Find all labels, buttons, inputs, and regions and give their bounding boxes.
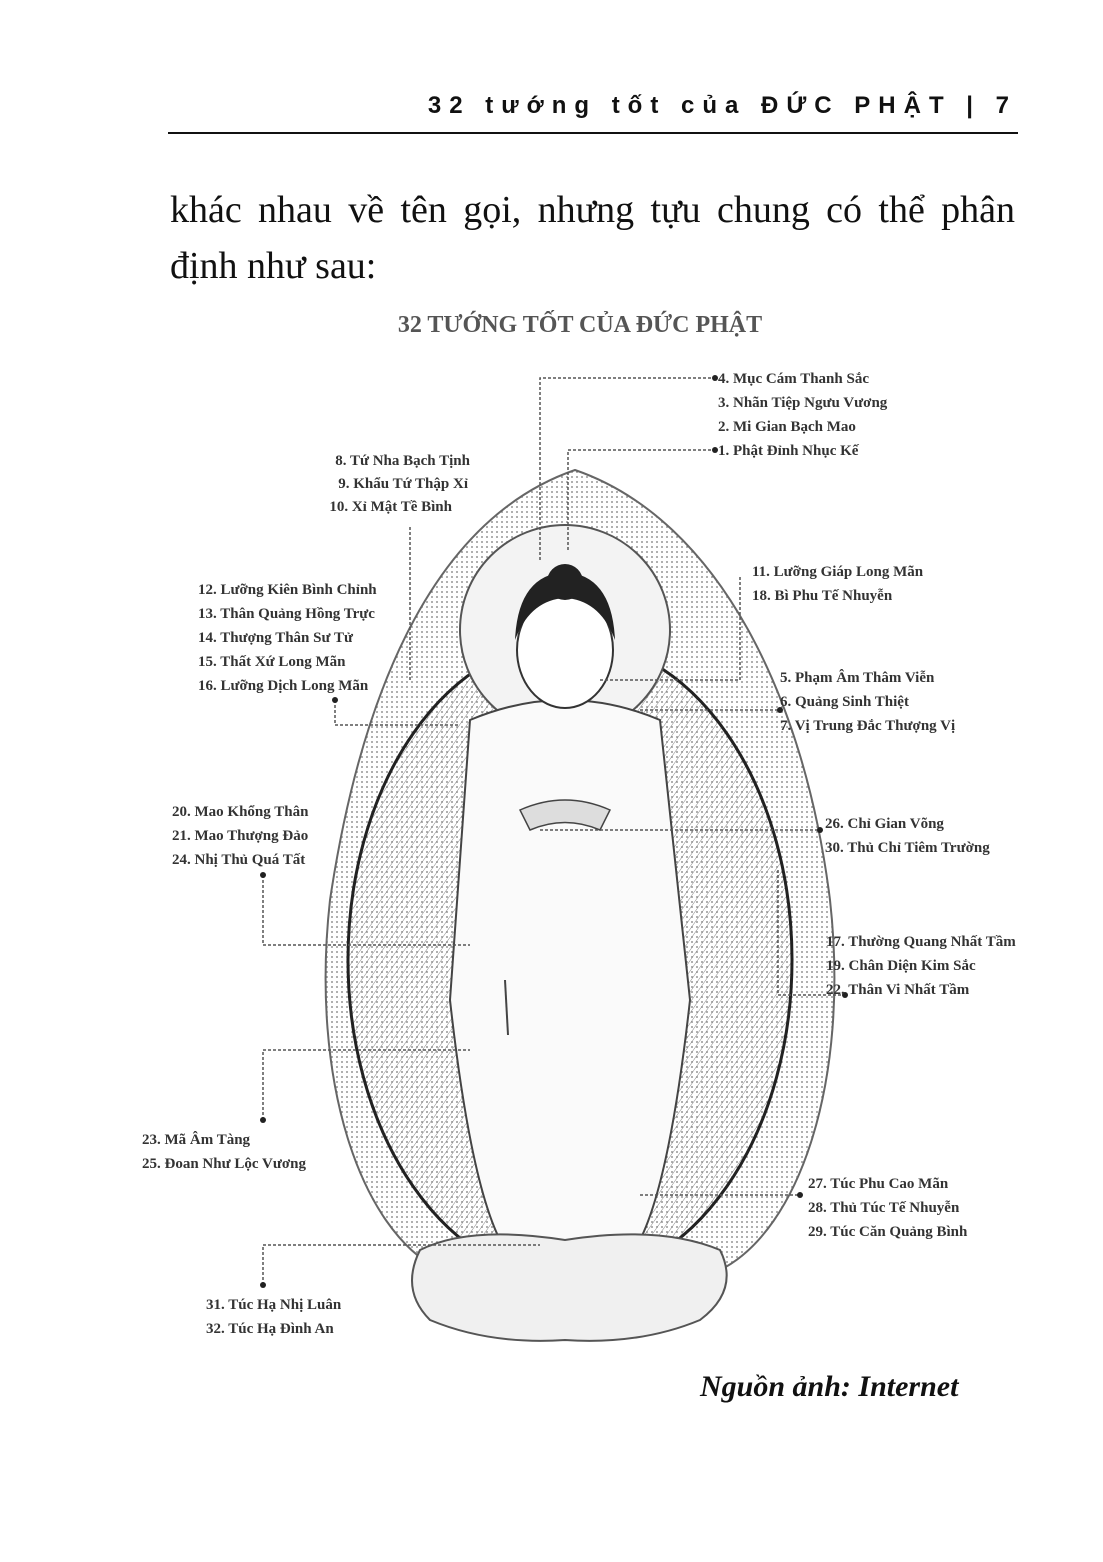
label-16: 16. Lưỡng Dịch Long Mãn [198,677,368,695]
label-18: 18. Bì Phu Tế Nhuyễn [752,587,892,605]
label-24: 24. Nhị Thủ Quá Tất [172,851,305,869]
label-8: 8. Tứ Nha Bạch Tịnh [290,452,470,470]
label-25: 25. Đoan Như Lộc Vương [142,1155,306,1173]
label-9: 9. Khẩu Tứ Thập Xỉ [290,475,468,493]
label-23: 23. Mã Âm Tàng [142,1131,250,1149]
label-15: 15. Thất Xứ Long Mãn [198,653,346,671]
label-31: 31. Túc Hạ Nhị Luân [206,1296,341,1314]
label-3: 3. Nhãn Tiệp Ngưu Vương [718,394,887,412]
label-10: 10. Xỉ Mật Tề Bình [290,498,452,516]
lotus-pedestal [412,1234,727,1340]
label-1: 1. Phật Đỉnh Nhục Kế [718,442,858,460]
label-20: 20. Mao Khổng Thân [172,803,308,821]
label-27: 27. Túc Phu Cao Mãn [808,1175,948,1193]
label-14: 14. Thượng Thân Sư Tử [198,629,353,647]
label-6: 6. Quảng Sinh Thiệt [780,693,909,711]
label-7: 7. Vị Trung Đắc Thượng Vị [780,717,955,735]
label-2: 2. Mi Gian Bạch Mao [718,418,856,436]
label-12: 12. Lưỡng Kiên Bình Chỉnh [198,581,377,599]
label-32: 32. Túc Hạ Đình An [206,1320,334,1338]
label-11: 11. Lưỡng Giáp Long Mãn [752,563,923,581]
label-17: 17. Thường Quang Nhất Tầm [826,933,1016,951]
image-source-caption: Nguồn ảnh: Internet [700,1370,980,1404]
label-22: 22. Thân Vi Nhất Tầm [826,981,969,999]
label-28: 28. Thủ Túc Tế Nhuyễn [808,1199,959,1217]
label-13: 13. Thân Quảng Hồng Trực [198,605,375,623]
label-4: 4. Mục Cám Thanh Sắc [718,370,869,388]
label-26: 26. Chỉ Gian Võng [825,815,944,833]
label-19: 19. Chân Diện Kim Sắc [826,957,976,975]
label-21: 21. Mao Thượng Đảo [172,827,308,845]
label-29: 29. Túc Căn Quảng Bình [808,1223,967,1241]
label-5: 5. Phạm Âm Thâm Viễn [780,669,934,687]
label-30: 30. Thủ Chỉ Tiêm Trường [825,839,990,857]
